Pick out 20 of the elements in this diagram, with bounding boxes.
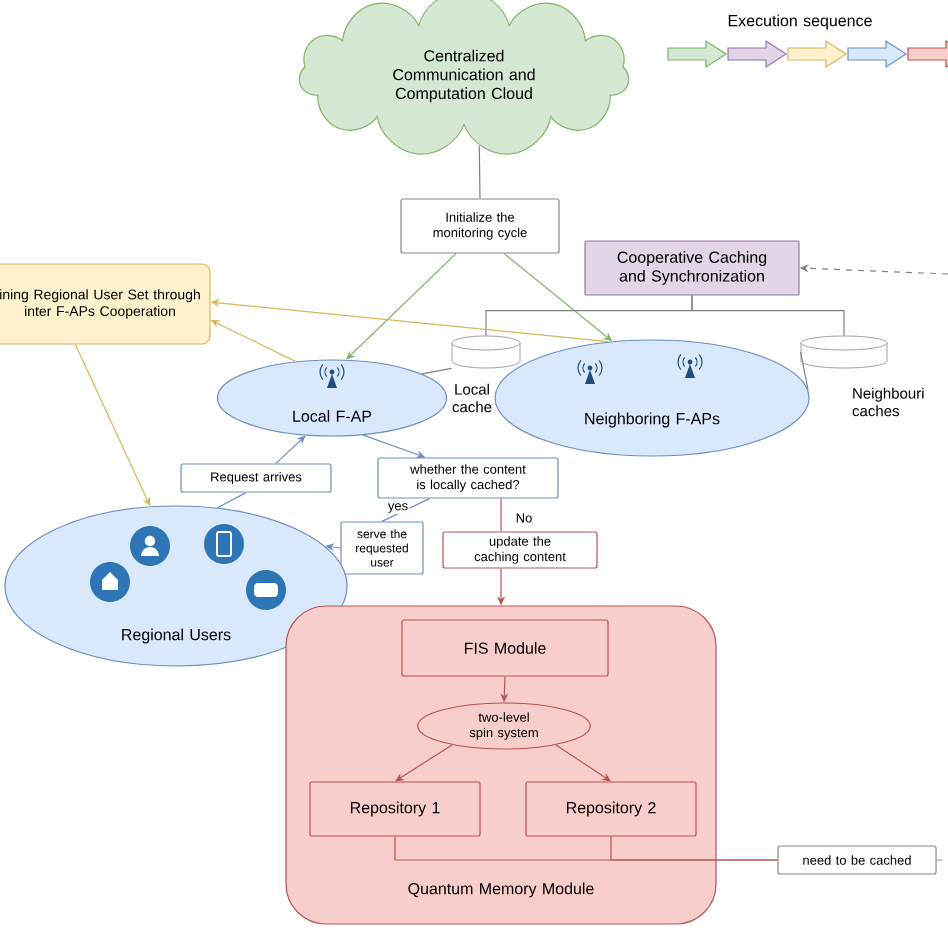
connector-line bbox=[421, 367, 453, 375]
arrow bbox=[275, 435, 306, 464]
legend-title: Execution sequence bbox=[728, 14, 872, 30]
cache-cylinder bbox=[451, 335, 521, 369]
connector-line bbox=[217, 492, 247, 509]
process-box: Cooperative Caching and Synchronization bbox=[584, 240, 800, 296]
process-box: FIS Module bbox=[401, 619, 609, 677]
connector-line bbox=[800, 351, 809, 391]
process-box: Repository 1 bbox=[309, 781, 481, 837]
connector-line bbox=[610, 836, 778, 861]
connector-line bbox=[478, 145, 481, 199]
arrow bbox=[395, 744, 453, 782]
connector-line bbox=[936, 859, 948, 861]
cache-cylinder bbox=[800, 335, 888, 369]
connector-line bbox=[500, 498, 502, 532]
process-box: Repository 2 bbox=[525, 781, 697, 837]
arrow bbox=[555, 744, 611, 782]
connector-line bbox=[691, 295, 845, 337]
cloud: Centralized Communication and Computation Cloud bbox=[298, 0, 630, 155]
connector-line bbox=[381, 498, 430, 522]
